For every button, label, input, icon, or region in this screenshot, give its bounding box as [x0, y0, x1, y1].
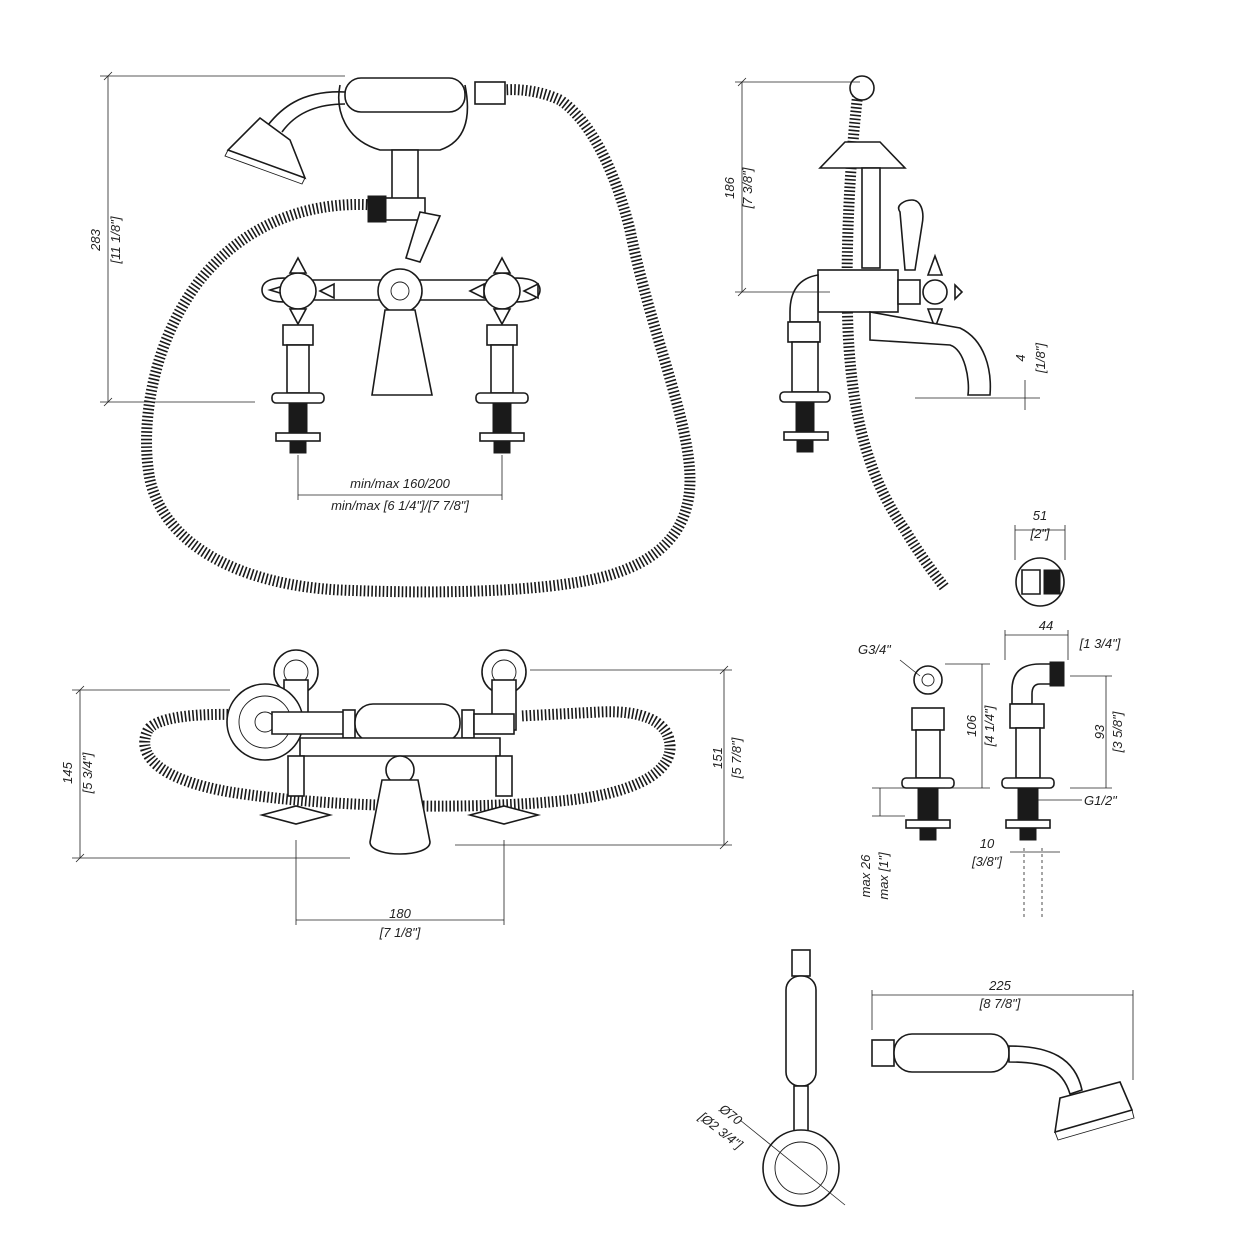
detail-max-deck-mm: max 26 — [858, 854, 873, 897]
front-handset-connector — [474, 81, 506, 105]
side-hose — [841, 91, 950, 592]
detail-width-mm: 51 — [1033, 508, 1047, 523]
detail-right-leg — [1001, 661, 1065, 920]
top-handset-handle — [354, 703, 461, 743]
front-diverter-lever — [404, 211, 442, 263]
handset-horizontal-handle — [893, 1033, 1010, 1073]
top-left-cross-handle — [258, 755, 334, 825]
side-spout — [869, 311, 992, 396]
front-centre-boss — [377, 268, 423, 314]
detail-leg-height-mm: 106 — [964, 714, 979, 736]
front-height-mm: 283 — [88, 228, 103, 251]
front-left-leg — [271, 324, 325, 454]
handset-details: Ø70 [Ø2 3/4"] 225 [8 7/8"] — [695, 949, 1135, 1207]
front-shower-head — [226, 116, 307, 180]
detail-tail-in: [3/8"] — [971, 854, 1002, 869]
side-lever — [897, 199, 924, 271]
top-depth2-mm: 151 — [710, 747, 725, 769]
side-height-mm: 186 — [722, 176, 737, 198]
side-cradle-escutcheon — [818, 141, 907, 169]
front-hose-nut — [367, 195, 387, 223]
front-right-leg — [475, 324, 529, 454]
top-depth-in: [5 3/4"] — [80, 752, 95, 794]
side-spout-mm: 4 — [1013, 354, 1028, 361]
top-hose — [139, 706, 676, 812]
top-centres-mm: 180 — [389, 906, 411, 921]
front-left-cross-handle — [267, 256, 335, 326]
top-centres-in: [7 1/8"] — [379, 925, 421, 940]
side-elbow — [789, 274, 819, 323]
detail-inlet-width-mm: 44 — [1039, 618, 1053, 633]
handset-horizontal-head — [1054, 1081, 1134, 1134]
front-hose — [141, 84, 696, 598]
side-view: 186 [7 3/8"] 4 [1/8"] — [722, 75, 1048, 592]
detail-leg-height-in: [4 1/4"] — [982, 705, 997, 747]
top-handset-neck — [271, 711, 346, 735]
top-view: 145 [5 3/4"] 151 [5 7/8"] 180 [7 1/8"] — [60, 649, 744, 940]
front-handset-handle — [344, 77, 466, 113]
front-centres-in: min/max [6 1/4"]/[7 7/8"] — [331, 498, 469, 513]
front-cradle-stem — [391, 149, 419, 201]
side-cross-handle — [922, 253, 964, 331]
front-handset-neck-inner — [281, 103, 346, 133]
handset-length-mm: 225 — [988, 978, 1011, 993]
handset-head-plan — [762, 1129, 840, 1207]
detail-thread-top: G3/4" — [858, 642, 892, 657]
front-view: 283 [11 1/8"] min/max 160/200 min/max [6… — [88, 71, 696, 598]
top-spout — [369, 779, 431, 855]
front-right-cross-handle — [468, 256, 539, 326]
handset-length-in: [8 7/8"] — [979, 996, 1021, 1011]
side-height-in: [7 3/8"] — [740, 167, 755, 209]
front-spout — [371, 309, 433, 396]
front-handset-neck — [267, 91, 346, 126]
side-spout-in: [1/8"] — [1033, 343, 1048, 374]
top-right-cross-handle — [466, 755, 542, 825]
top-depth-mm: 145 — [60, 761, 75, 783]
detail-inlet-height-mm: 93 — [1092, 724, 1107, 739]
detail-max-deck-in: max [1"] — [876, 852, 891, 900]
side-body — [817, 269, 899, 313]
top-body — [299, 737, 501, 757]
detail-inlet-width-in: [1 3/4"] — [1079, 636, 1121, 651]
detail-left-leg — [901, 665, 955, 841]
leg-details: 51 [2"] 44 [1 3/4"] G3/ — [858, 508, 1125, 920]
front-centres-mm: min/max 160/200 — [350, 476, 450, 491]
detail-thread-bottom: G1/2" — [1084, 793, 1118, 808]
handset-vertical-handle — [785, 975, 817, 1087]
side-hose-end — [849, 75, 875, 101]
detail-inlet-height-in: [3 5/8"] — [1110, 711, 1125, 753]
detail-tail-mm: 10 — [980, 836, 995, 851]
detail-width-in: [2"] — [1029, 526, 1049, 541]
top-depth2-in: [5 7/8"] — [729, 737, 744, 779]
front-height-in: [11 1/8"] — [108, 216, 123, 264]
